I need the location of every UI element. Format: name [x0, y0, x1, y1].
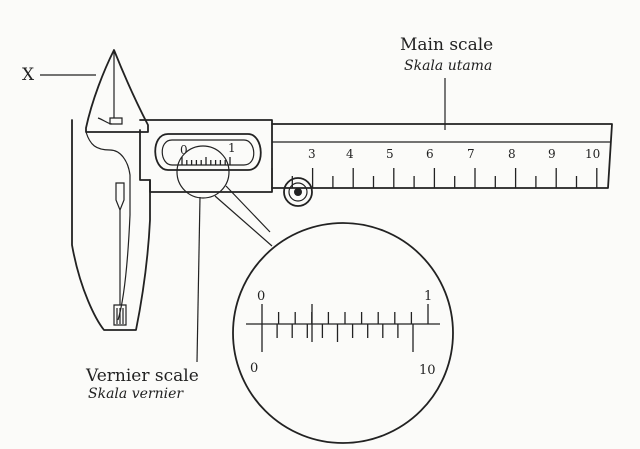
vernier-window	[154, 133, 262, 171]
magnified-main-label: 0	[257, 289, 265, 304]
main-scale-number: 4	[346, 147, 354, 161]
vernier-scale-label: Vernier scale	[85, 366, 199, 386]
fixed-body	[71, 119, 151, 331]
main-scale-ticks	[271, 168, 598, 188]
vernier-window-number: 1	[228, 141, 236, 155]
main-scale-number: 7	[467, 147, 475, 161]
jaw-tip-block	[113, 304, 127, 326]
main-scale-number: 8	[508, 147, 516, 161]
main-beam	[271, 123, 613, 189]
magnifier-connector-upper	[214, 195, 273, 247]
magnified-ticks	[261, 304, 429, 352]
vernier-window-number: 0	[180, 143, 188, 157]
main-scale-number: 6	[426, 147, 434, 161]
upper-jaw-curve	[97, 117, 113, 125]
vernier-window-inner	[161, 139, 255, 166]
vernier-scale-label-ms: Skala vernier	[88, 386, 184, 402]
main-scale-numbers: 3 4 5 6 7 8 9 10	[308, 147, 600, 161]
magnified-view-circle	[232, 222, 454, 444]
magnified-main-label: 1	[424, 289, 432, 304]
main-scale-number: 5	[386, 147, 394, 161]
vernier-window-ticks	[181, 157, 231, 165]
vernier-carriage	[139, 119, 273, 193]
jaw-tip-hatch	[116, 308, 124, 324]
thumb-wheel	[283, 177, 313, 207]
jaw-slot	[115, 182, 125, 212]
magnified-vernier-label: 10	[419, 363, 436, 378]
magnified-vernier-label: 0	[250, 361, 258, 376]
upper-jaw	[85, 49, 149, 133]
x-marker-label: X	[22, 65, 35, 85]
main-scale-label: Main scale	[400, 35, 493, 55]
main-scale-number: 3	[308, 147, 316, 161]
lower-jaw-inner-edge	[85, 131, 131, 321]
magnifier-source-circle	[176, 145, 230, 199]
main-scale-number: 10	[585, 147, 600, 161]
vernier-pointer-line	[196, 196, 201, 363]
main-scale-label-ms: Skala utama	[404, 58, 492, 74]
magnifier-connector-lower	[225, 185, 271, 233]
upper-jaw-notch	[109, 117, 123, 125]
main-scale-number: 9	[548, 147, 556, 161]
